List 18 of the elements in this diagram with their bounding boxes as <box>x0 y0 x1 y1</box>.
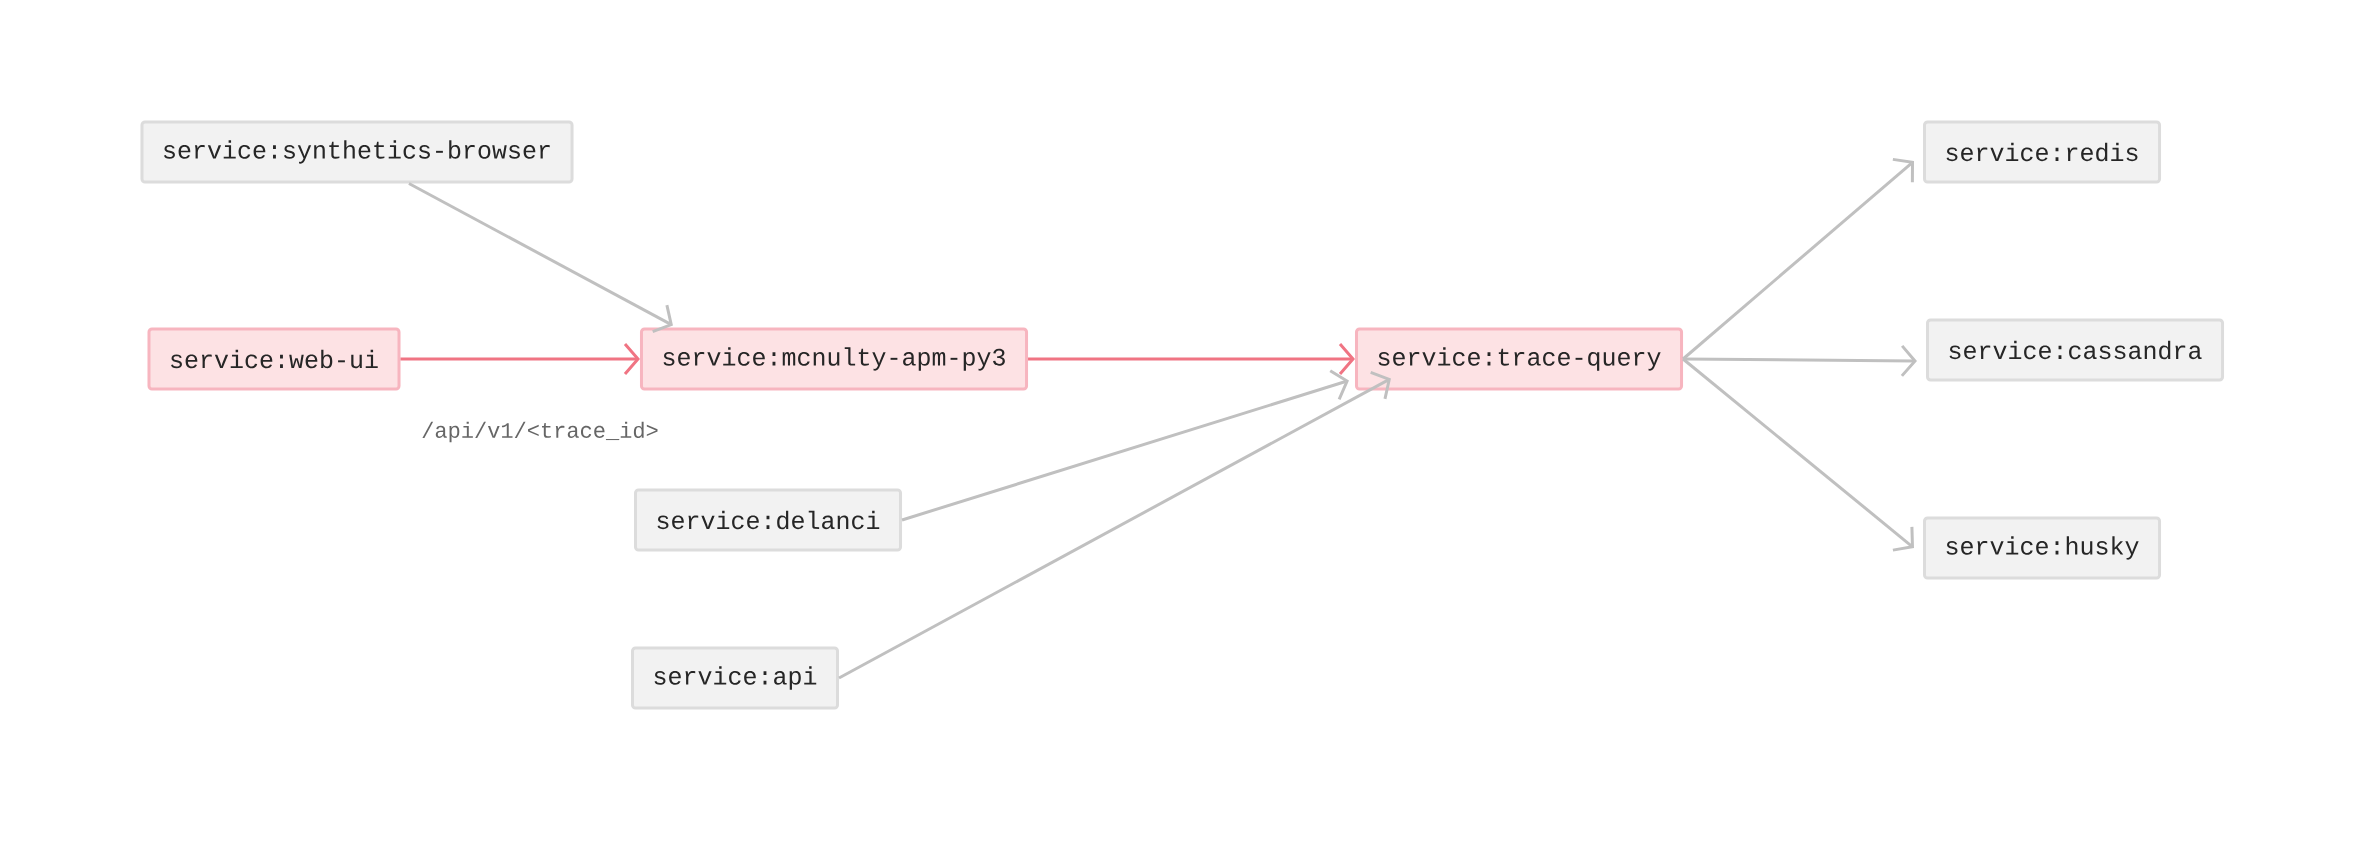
service-box: service:delanci <box>634 488 903 552</box>
arrow <box>838 371 1391 680</box>
service-box: service:redis <box>1923 120 2162 184</box>
arrow <box>1028 343 1355 375</box>
arrow <box>1682 357 1914 552</box>
arrow <box>1682 157 1914 361</box>
arrow <box>408 182 673 334</box>
arrow <box>1683 344 1917 377</box>
service-box: service:husky <box>1923 516 2162 580</box>
service-box: service:web-ui <box>147 327 401 391</box>
arrow <box>901 369 1349 522</box>
service-box: service:mcnulty-apm-py3 <box>640 327 1029 391</box>
service-box: service:cassandra <box>1926 318 2225 382</box>
service-box: service:trace-query <box>1355 327 1684 391</box>
service-box: service:api <box>631 646 839 710</box>
service-box: service:synthetics-browser <box>140 120 574 184</box>
arrow <box>400 343 640 375</box>
edge-label: /api/v1/<trace_id> <box>419 419 661 445</box>
